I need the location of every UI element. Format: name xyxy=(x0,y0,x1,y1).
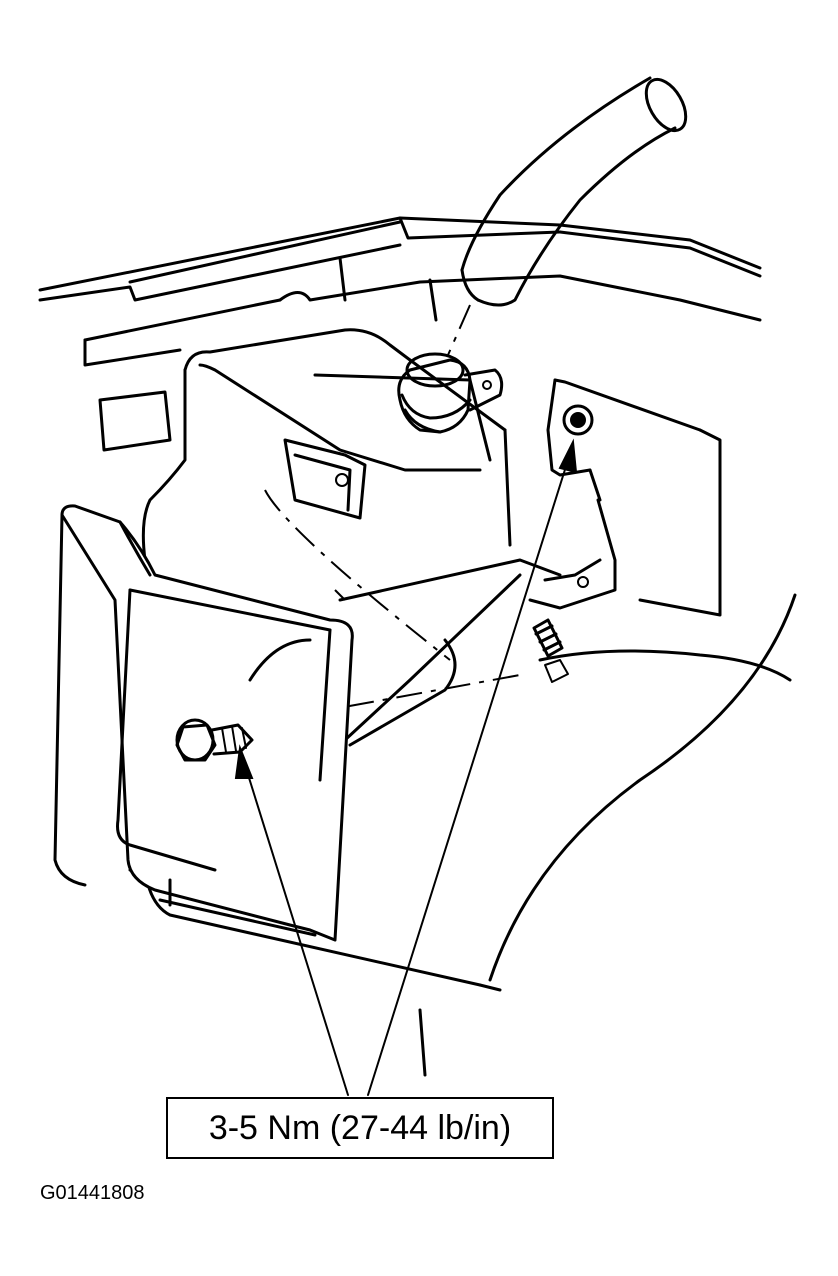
cowl-panel xyxy=(38,216,762,367)
filler-cap xyxy=(397,352,504,434)
bulkhead-tab-left xyxy=(98,390,172,452)
torque-spec-label: 3-5 Nm (27-44 lb/in) xyxy=(208,1108,512,1147)
right-bracket xyxy=(528,378,722,617)
leader-line-upper xyxy=(264,489,451,661)
figure-id-label: G01441808 xyxy=(40,1182,145,1204)
splash-shield xyxy=(53,504,354,942)
mounting-bolt xyxy=(175,718,254,762)
torque-callout-box: 3-5 Nm (27-44 lb/in) xyxy=(166,1097,554,1159)
callout-arrows xyxy=(234,438,578,1096)
small-screw xyxy=(532,618,569,683)
washer-hose xyxy=(447,76,688,356)
washer-reservoir xyxy=(141,328,512,562)
leader-line-clip xyxy=(334,589,346,601)
